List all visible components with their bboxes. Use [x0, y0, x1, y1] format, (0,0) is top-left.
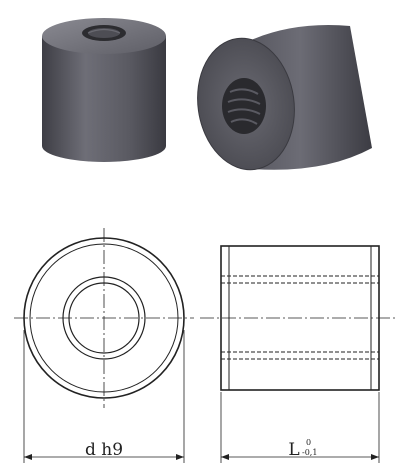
side-view [200, 245, 398, 391]
front-view [14, 228, 194, 408]
right-nut-image [197, 25, 372, 171]
dimension-lines [24, 454, 379, 460]
product-photo [42, 18, 372, 171]
length-dimension-label: L [288, 440, 299, 460]
diameter-dimension-label: d h9 [85, 440, 123, 460]
extension-lines [23, 330, 380, 463]
left-nut-image [42, 18, 166, 162]
length-tolerance-upper: 0 [306, 438, 311, 447]
length-tolerance-lower: -0,1 [302, 448, 317, 457]
